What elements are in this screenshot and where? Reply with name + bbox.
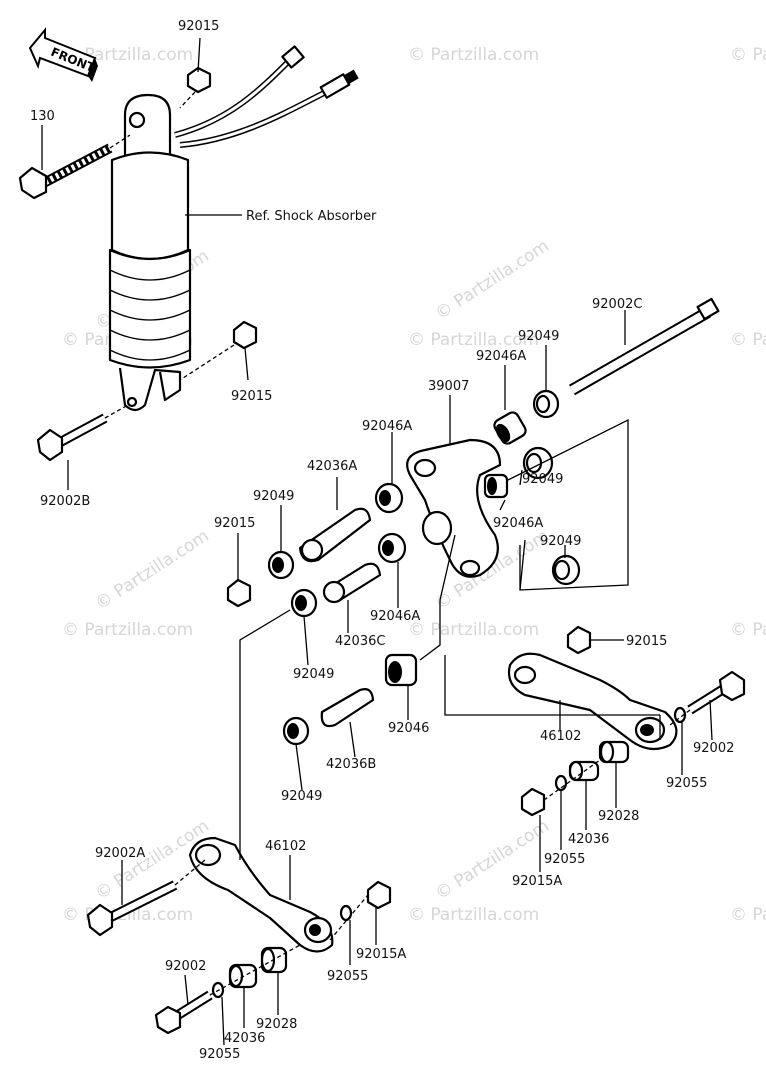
bushing-92046: [384, 653, 418, 687]
part-label: 92055: [199, 1047, 240, 1062]
watermark: © Partzilla.com: [408, 45, 539, 65]
nut-92015: [232, 320, 258, 350]
part-label: 92049: [540, 534, 581, 549]
watermark: © Partzilla.com: [432, 236, 553, 324]
part-label: 92002C: [592, 297, 642, 312]
bolt-92002: [687, 670, 746, 715]
part-label: 92028: [598, 809, 639, 824]
part-label: 42036: [568, 832, 609, 847]
part-label: 39007: [428, 379, 469, 394]
part-label: 92046: [388, 721, 429, 736]
part-label: 92046A: [476, 349, 526, 364]
watermark: © Partzilla.com: [730, 330, 766, 350]
part-label: 42036A: [307, 459, 357, 474]
part-label: 92055: [666, 776, 707, 791]
watermark: © Partzilla.com: [730, 620, 766, 640]
nut-92015a: [366, 880, 392, 910]
collar-92049: [532, 389, 560, 419]
washer-92055: [339, 904, 353, 922]
spacer-42036b: [320, 688, 375, 728]
collar-92049: [290, 588, 318, 618]
part-label: 92002: [693, 741, 734, 756]
watermark: © Partzilla.com: [432, 816, 553, 904]
part-label: 92002B: [40, 494, 90, 509]
reference-note: Ref. Shock Absorber: [246, 209, 377, 224]
part-label: 92055: [544, 852, 585, 867]
part-label: 92049: [518, 329, 559, 344]
nut-92015: [566, 625, 592, 655]
front-arrow-icon: FRONT: [28, 27, 98, 82]
part-label: 92015: [178, 19, 219, 34]
part-label: 92049: [293, 667, 334, 682]
part-label: 92049: [522, 472, 563, 487]
guide-lines: [174, 418, 691, 996]
leader-lines: [41, 125, 713, 1046]
watermark: © Partzilla.com: [92, 526, 213, 614]
part-labels: 92015 130 Ref. Shock Absorber 92015 9200…: [30, 19, 734, 1062]
part-label: 92049: [281, 789, 322, 804]
part-label: 130: [30, 109, 55, 124]
part-label: 46102: [540, 729, 581, 744]
part-label: 46102: [265, 839, 306, 854]
collar-92049: [282, 716, 310, 746]
nut-92015: [186, 66, 212, 94]
collar-92049: [522, 446, 554, 480]
nut-92015: [226, 578, 252, 608]
bolt-130: [18, 134, 131, 200]
bolt-92002a: [86, 880, 178, 937]
spacer-42036a: [298, 507, 372, 563]
watermark: © Partzilla.com: [408, 905, 539, 925]
part-label: 42036C: [335, 634, 385, 649]
part-label: 92015: [626, 634, 667, 649]
part-label: 92015: [231, 389, 272, 404]
bushing-92046a: [377, 532, 407, 564]
spacer-42036c: [322, 562, 382, 604]
watermark: © Partzilla.com: [730, 45, 766, 65]
bolt-92002b: [36, 404, 129, 490]
watermark: © Partzilla.com: [408, 620, 539, 640]
part-label: 92046A: [362, 419, 412, 434]
part-label: 92015A: [512, 874, 562, 889]
bushing-92046a: [483, 473, 509, 499]
spacer-42036: [228, 963, 258, 989]
shock-absorber: [108, 45, 359, 412]
washer-92055: [673, 706, 687, 724]
part-label: 92015: [214, 516, 255, 531]
part-label: 92002: [165, 959, 206, 974]
bolt-92002: [154, 990, 213, 1035]
washer-92055: [554, 774, 568, 792]
bushing-92046a: [493, 411, 527, 445]
nut-92015a: [520, 787, 546, 817]
part-label: 92015A: [356, 947, 406, 962]
watermark: © Partzilla.com: [730, 905, 766, 925]
watermark: © Partzilla.com: [62, 620, 193, 640]
part-label: 92055: [327, 969, 368, 984]
collar-92049: [267, 550, 295, 580]
part-label: 92028: [256, 1017, 297, 1032]
collar-92049: [551, 554, 581, 586]
part-label: 42036: [224, 1031, 265, 1046]
arm-46102: [507, 652, 678, 751]
watermark: © Partzilla.com: [408, 330, 539, 350]
part-label: 92046A: [493, 516, 543, 531]
arm-46102: [188, 836, 334, 953]
part-label: 92046A: [370, 609, 420, 624]
part-label: 42036B: [326, 757, 376, 772]
collar-92028: [598, 740, 630, 764]
rod-92002c: [569, 297, 720, 396]
part-label: 92049: [253, 489, 294, 504]
bushing-92046a: [374, 482, 404, 514]
part-label: 92002A: [95, 846, 145, 861]
